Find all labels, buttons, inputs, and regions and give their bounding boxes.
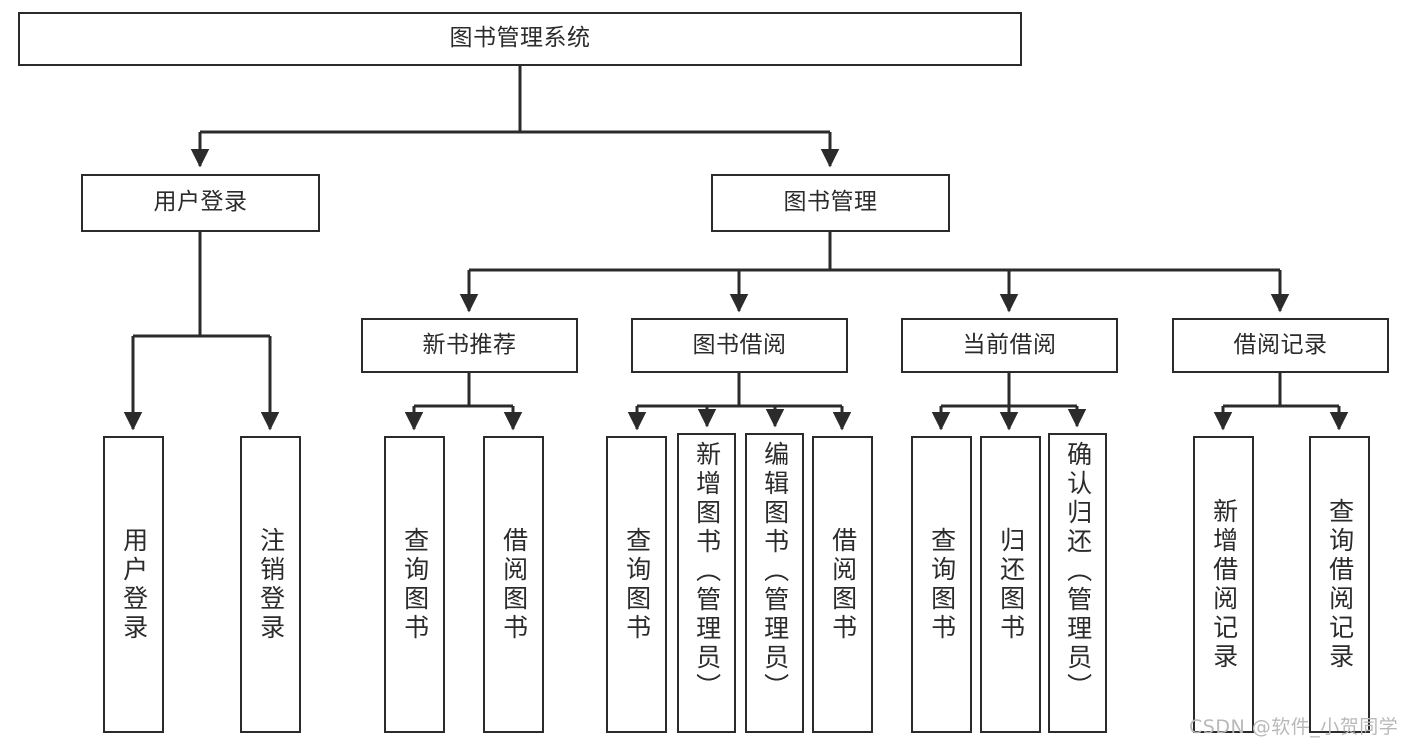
leaf-edit-book-admin[interactable]: 编辑图书（管理员） xyxy=(745,433,804,733)
leaf-return-book[interactable]: 归还图书 xyxy=(980,436,1041,733)
node-label: 借阅图书 xyxy=(499,526,529,643)
leaf-query-book-current[interactable]: 查询图书 xyxy=(911,436,972,733)
node-label: 编辑图书（管理员） xyxy=(760,441,790,702)
node-label: 图书借阅 xyxy=(692,331,787,358)
node-user-login[interactable]: 用户登录 xyxy=(81,174,320,232)
leaf-query-book-borrow[interactable]: 查询图书 xyxy=(606,436,667,733)
node-label: 查询借阅记录 xyxy=(1325,497,1355,672)
leaf-logout[interactable]: 注销登录 xyxy=(240,436,301,733)
leaf-add-book-admin[interactable]: 新增图书（管理员） xyxy=(677,433,736,733)
node-label: 新增借阅记录 xyxy=(1209,497,1239,672)
node-label: 借阅图书 xyxy=(828,526,858,643)
node-label: 归还图书 xyxy=(996,526,1026,643)
leaf-user-login[interactable]: 用户登录 xyxy=(103,436,164,733)
node-book-management[interactable]: 图书管理 xyxy=(711,174,950,232)
node-label: 当前借阅 xyxy=(962,331,1057,358)
leaf-query-borrow-record[interactable]: 查询借阅记录 xyxy=(1309,436,1370,733)
node-label: 查询图书 xyxy=(622,526,652,643)
leaf-query-book-recommend[interactable]: 查询图书 xyxy=(384,436,445,733)
leaf-borrow-book[interactable]: 借阅图书 xyxy=(812,436,873,733)
node-book-borrowing[interactable]: 图书借阅 xyxy=(631,318,848,373)
node-label: 图书管理系统 xyxy=(449,25,591,52)
node-label: 新书推荐 xyxy=(422,331,517,358)
node-new-book-recommendation[interactable]: 新书推荐 xyxy=(361,318,578,373)
node-label: 查询图书 xyxy=(927,526,957,643)
leaf-add-borrow-record[interactable]: 新增借阅记录 xyxy=(1193,436,1254,733)
leaf-confirm-return-admin[interactable]: 确认归还（管理员） xyxy=(1048,433,1107,733)
leaf-borrow-book-recommend[interactable]: 借阅图书 xyxy=(483,436,544,733)
node-label: 用户登录 xyxy=(119,526,149,643)
node-label: 查询图书 xyxy=(400,526,430,643)
watermark-text: CSDN @软件_小贺同学 xyxy=(1189,716,1399,738)
node-root-book-management-system[interactable]: 图书管理系统 xyxy=(18,12,1022,66)
node-borrowing-records[interactable]: 借阅记录 xyxy=(1172,318,1389,373)
node-label: 注销登录 xyxy=(256,526,286,643)
node-label: 新增图书（管理员） xyxy=(692,441,722,702)
node-label: 用户登录 xyxy=(153,189,248,216)
node-current-borrowing[interactable]: 当前借阅 xyxy=(901,318,1118,373)
node-label: 确认归还（管理员） xyxy=(1063,441,1093,702)
node-label: 图书管理 xyxy=(783,189,878,216)
node-label: 借阅记录 xyxy=(1233,331,1328,358)
